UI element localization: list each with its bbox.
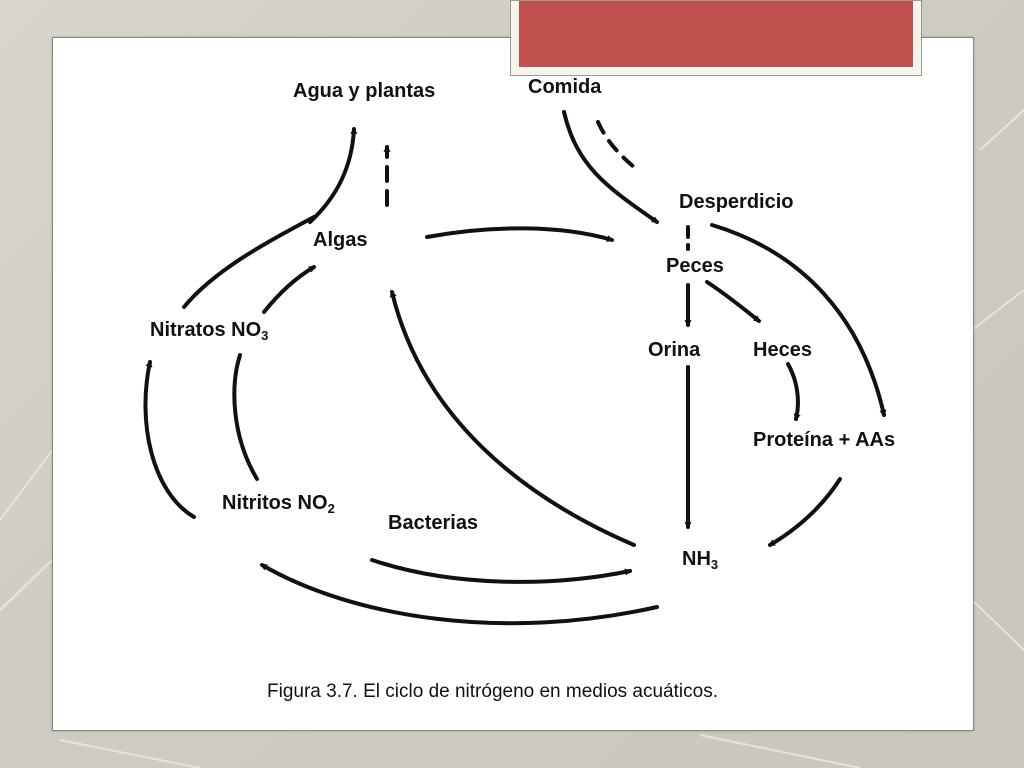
node-peces: Peces	[666, 255, 724, 277]
node-comida: Comida	[528, 76, 602, 98]
node-bacterias: Bacterias	[388, 512, 479, 534]
node-nitratos: Nitratos NO3	[150, 319, 269, 343]
arrow-nh3-to-algas	[389, 289, 636, 547]
slide-title-frame	[510, 0, 922, 76]
nitrogen-cycle-diagram	[143, 110, 887, 626]
arrow-peces-to-heces	[705, 280, 761, 323]
node-proteina-aas: Proteína + AAs	[753, 429, 896, 451]
arrow-nitritos-to-nitratos	[143, 359, 196, 519]
arrow-heces-to-proteina	[786, 362, 801, 422]
arrow-nitritos-to-algas-inner	[232, 353, 259, 481]
arrow-nitratos-to-agua	[182, 215, 316, 309]
dashed-arrow-comida	[596, 120, 636, 169]
arrow-proteina-to-nh3	[768, 477, 842, 547]
arrow-algas-to-desperdicio	[425, 226, 615, 242]
node-heces: Heces	[753, 339, 812, 361]
node-desperdicio: Desperdicio	[679, 191, 794, 213]
arrow-comida-to-desperdicio	[562, 110, 659, 224]
slide-card	[52, 37, 974, 731]
arrow-desperdicio-to-proteina	[710, 223, 887, 418]
arrow-nitratos-to-algas	[262, 265, 316, 314]
arrow-bacterias-to-nh3	[370, 558, 633, 584]
node-agua-plantas: Agua y plantas	[293, 80, 436, 102]
figure-caption: Figura 3.7. El ciclo de nitrógeno en med…	[267, 681, 718, 702]
node-nitritos: Nitritos NO2	[222, 492, 335, 516]
node-orina: Orina	[648, 339, 701, 361]
node-algas: Algas	[313, 229, 368, 251]
slide-title-bar	[519, 1, 913, 67]
arrow-algas-to-agua	[308, 126, 358, 224]
node-nh3: NH3	[682, 548, 719, 572]
arrow-nh3-to-nitritos	[260, 563, 659, 626]
